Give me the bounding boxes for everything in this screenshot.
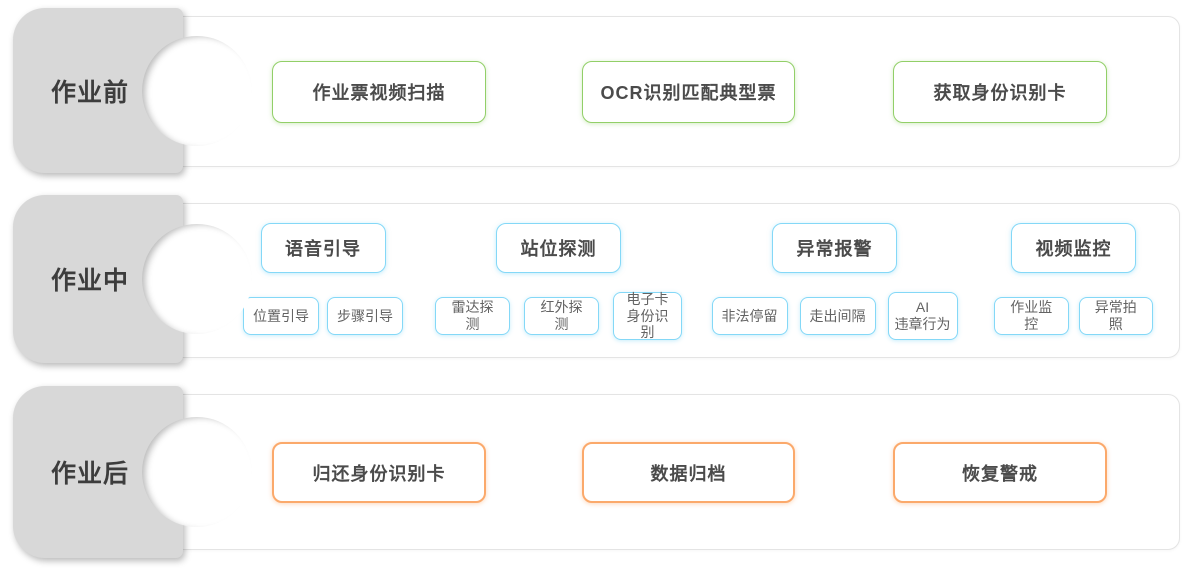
in-work-tab: 作业中 [13,195,252,363]
sub-step-leaving-interval: 走出间隔 [799,297,876,335]
sub-step-radar-detection: 雷达探测 [435,297,510,335]
group-title-video-monitoring: 视频监控 [1011,223,1136,273]
group-abnormal-alarm: 异常报警 非法停留 走出间隔 AI 违章行为 [710,223,959,340]
sub-step-infrared-detection: 红外探测 [524,297,599,335]
group-items: 非法停留 走出间隔 AI 违章行为 [711,292,958,340]
group-title-voice-guidance: 语音引导 [260,223,386,273]
sub-step-step-guidance: 步骤引导 [327,297,403,335]
workflow-step-get-id-card: 获取身份识别卡 [893,61,1107,123]
workflow-step-return-id-card: 归还身份识别卡 [272,442,486,503]
sub-step-illegal-stay: 非法停留 [711,297,788,335]
in-work-tab-label: 作业中 [51,267,130,295]
workflow-step-data-archive: 数据归档 [582,442,795,503]
group-position-detection: 站位探测 雷达探测 红外探测 电子卡 身份识别 [435,223,682,340]
tab-notch [142,224,252,334]
sub-step-abnormal-photo: 异常拍照 [1078,297,1153,335]
group-items: 位置引导 步骤引导 [243,292,403,340]
pre-work-tab-label: 作业前 [51,78,130,107]
group-video-monitoring: 视频监控 作业监控 异常拍照 [994,223,1153,340]
tab-notch [142,35,252,146]
workflow-step-ocr-match: OCR识别匹配典型票 [582,61,795,123]
pre-work-tab: 作业前 [13,8,252,173]
post-work-tab: 作业后 [13,386,252,558]
group-items: 作业监控 异常拍照 [994,292,1153,340]
sub-step-position-guidance: 位置引导 [243,297,319,335]
tab-notch [142,417,252,527]
group-title-position-detection: 站位探测 [496,223,621,273]
group-title-abnormal-alarm: 异常报警 [772,223,897,273]
sub-step-ecard-identification: 电子卡 身份识别 [613,291,682,340]
workflow-step-restore-alert: 恢复警戒 [893,442,1107,503]
group-items: 雷达探测 红外探测 电子卡 身份识别 [435,291,682,340]
sub-step-ai-violation: AI 违章行为 [887,292,958,340]
group-voice-guidance: 语音引导 位置引导 步骤引导 [243,223,403,340]
post-work-tab-label: 作业后 [51,460,130,488]
sub-step-work-monitoring: 作业监控 [994,297,1069,335]
workflow-step-ticket-video-scan: 作业票视频扫描 [272,61,486,123]
